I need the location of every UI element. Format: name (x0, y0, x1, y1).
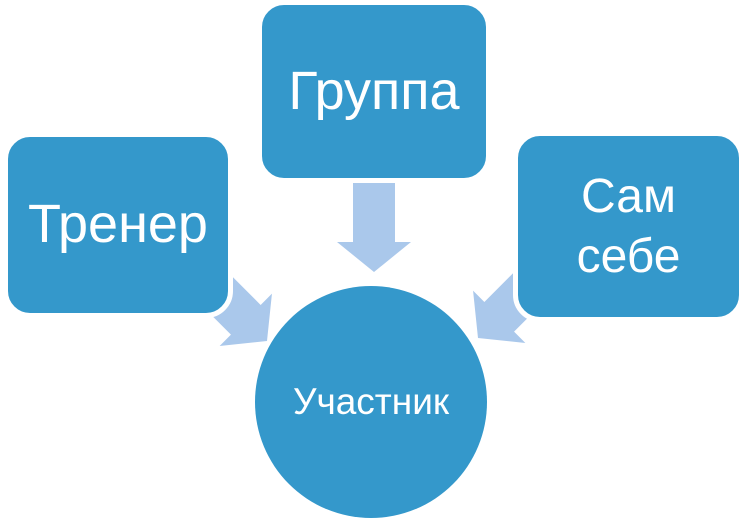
node-participant-label: Участник (292, 380, 450, 422)
node-trainer-label: Тренер (28, 194, 208, 255)
down-arrow-group-to-participant-icon (337, 170, 411, 272)
node-self-label: Сам себе (576, 169, 681, 283)
node-self: Сам себе (513, 131, 744, 322)
node-group-label: Группа (288, 60, 460, 121)
node-participant: Участник (255, 286, 487, 518)
node-group: Группа (257, 0, 491, 183)
node-trainer: Тренер (3, 132, 233, 318)
